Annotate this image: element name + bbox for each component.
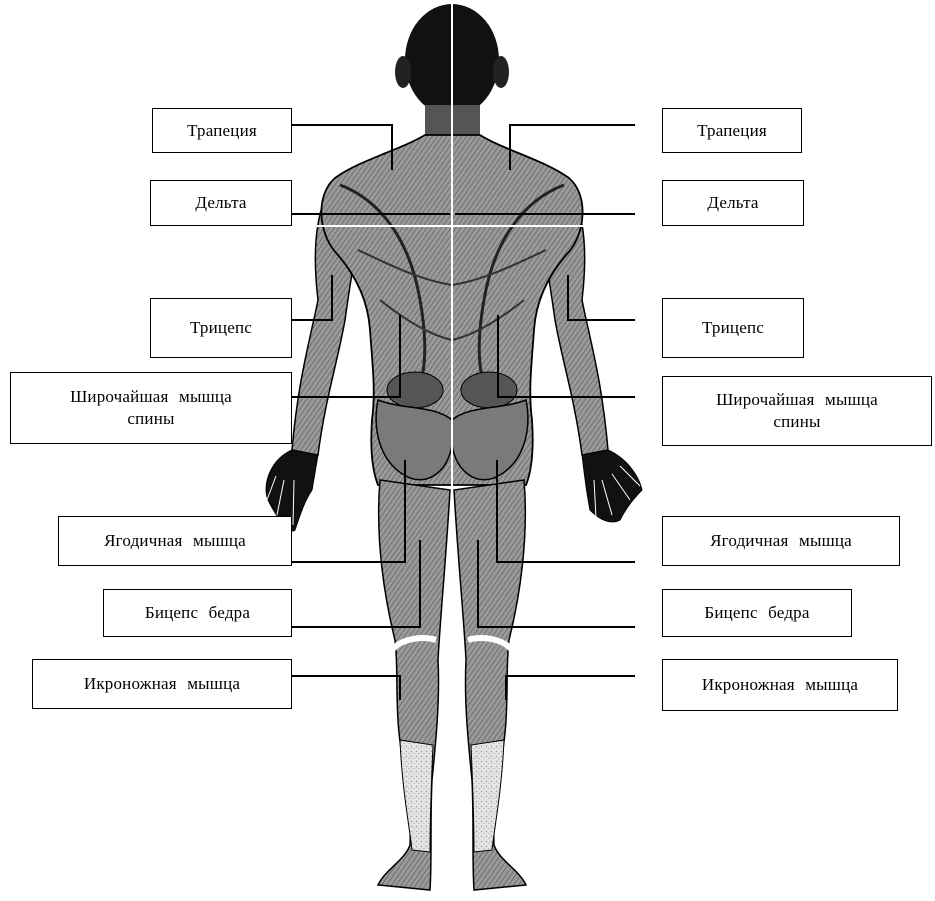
label-text-line1: Широчайшая мышца (70, 386, 232, 408)
label-left-triceps: Трицепс (150, 298, 292, 358)
label-text: Трапеция (187, 120, 257, 142)
label-left-trapezius: Трапеция (152, 108, 292, 153)
label-text: Икроножная мышца (84, 673, 240, 695)
label-left-calf: Икроножная мышца (32, 659, 292, 709)
label-left-hamstring: Бицепс бедра (103, 589, 292, 637)
label-left-deltoid: Дельта (150, 180, 292, 226)
right-leg (454, 480, 526, 890)
label-left-latissimus: Широчайшая мышца спины (10, 372, 292, 444)
label-text: Ягодичная мышца (104, 530, 246, 552)
label-text: Бицепс бедра (145, 602, 250, 624)
label-text-line2: спины (127, 408, 174, 430)
label-text: Дельта (195, 192, 246, 214)
label-right-trapezius: Трапеция (662, 108, 802, 153)
label-right-hamstring: Бицепс бедра (662, 589, 852, 637)
label-text: Трицепс (702, 317, 764, 339)
label-text-line1: Широчайшая мышца (716, 389, 878, 411)
label-text: Дельта (707, 192, 758, 214)
label-text: Трапеция (697, 120, 767, 142)
label-text: Бицепс бедра (704, 602, 809, 624)
label-right-gluteus: Ягодичная мышца (662, 516, 900, 566)
label-text: Икроножная мышца (702, 674, 858, 696)
label-right-deltoid: Дельта (662, 180, 804, 226)
label-left-gluteus: Ягодичная мышца (58, 516, 292, 566)
label-text: Ягодичная мышца (710, 530, 852, 552)
label-right-latissimus: Широчайшая мышца спины (662, 376, 932, 446)
label-right-triceps: Трицепс (662, 298, 804, 358)
label-right-calf: Икроножная мышца (662, 659, 898, 711)
label-text: Трицепс (190, 317, 252, 339)
left-leg (378, 480, 450, 890)
label-text-line2: спины (773, 411, 820, 433)
